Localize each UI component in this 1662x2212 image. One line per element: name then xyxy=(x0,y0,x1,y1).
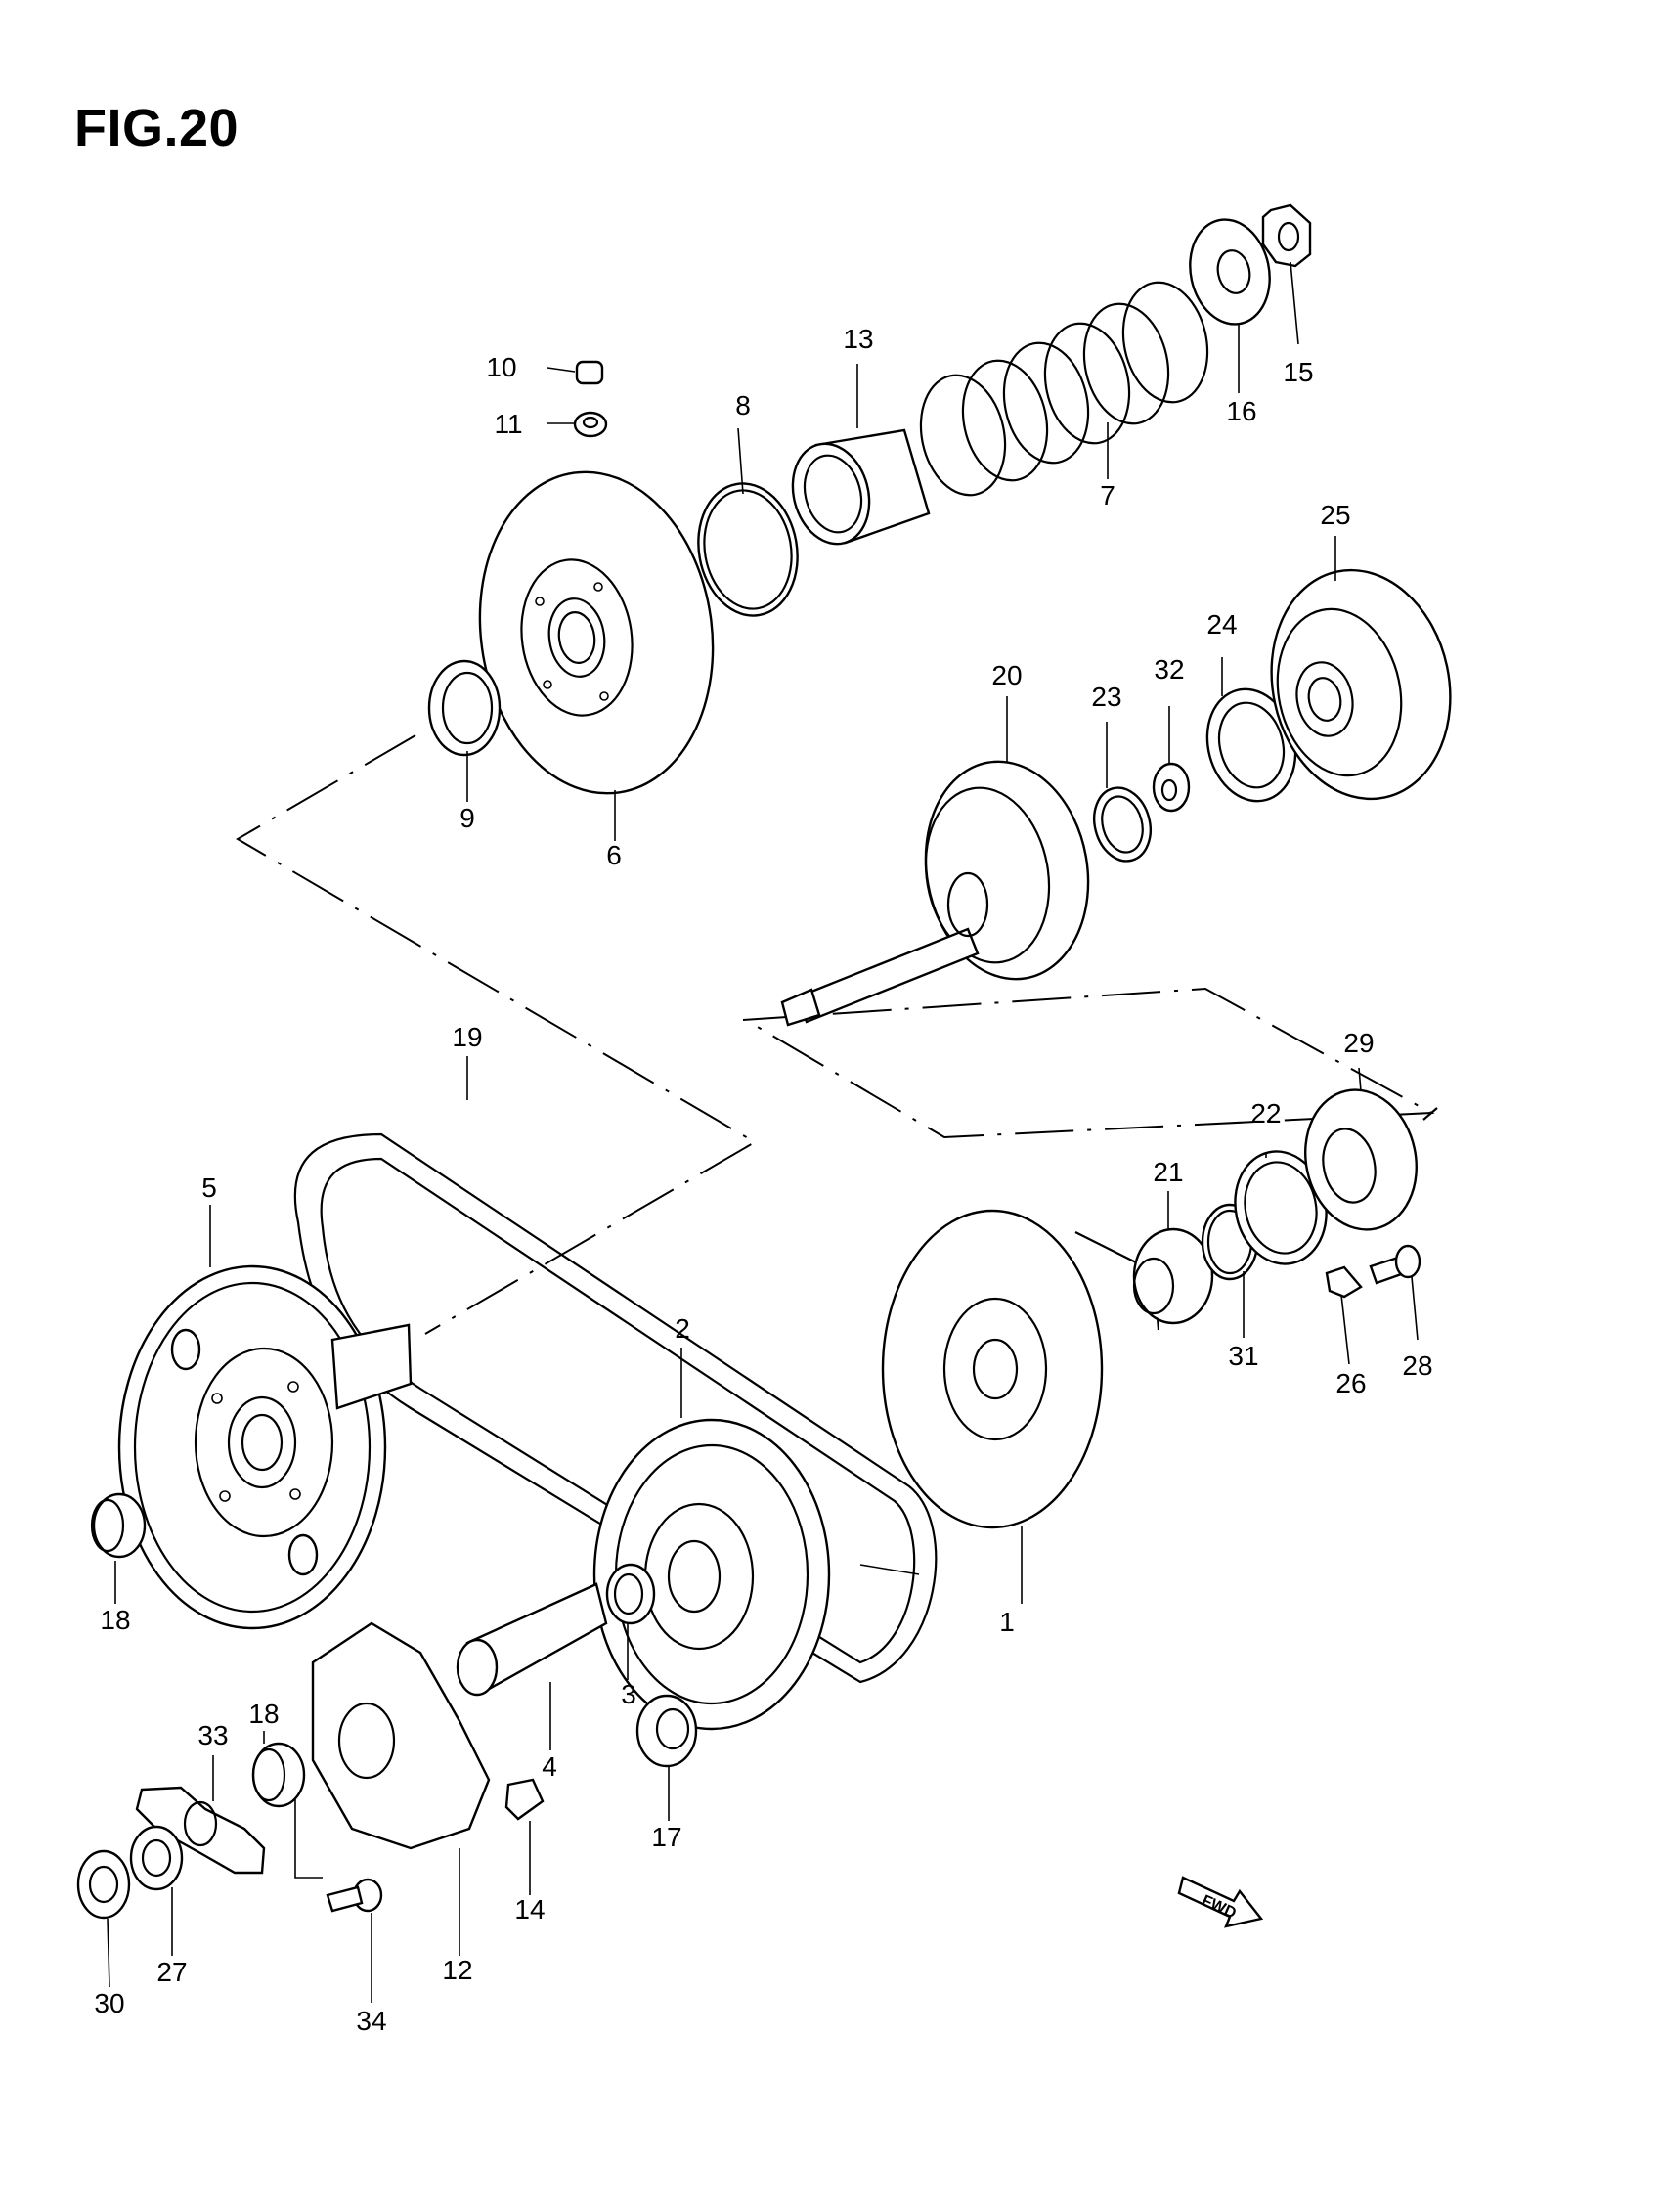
callout-25: 25 xyxy=(1320,500,1350,530)
callout-31: 31 xyxy=(1228,1341,1258,1371)
part-23-ring xyxy=(1093,786,1152,863)
callout-1: 1 xyxy=(999,1607,1015,1637)
callout-27: 27 xyxy=(156,1957,187,1987)
callout-2: 2 xyxy=(675,1313,690,1344)
callout-9: 9 xyxy=(459,803,475,833)
callout-19: 19 xyxy=(452,1022,482,1052)
callout-29: 29 xyxy=(1343,1028,1374,1058)
part-9-ring xyxy=(427,659,502,757)
part-7-spring xyxy=(919,281,1209,497)
part-18-weight-upper xyxy=(90,1492,147,1559)
part-25-clutch-housing xyxy=(1270,568,1452,801)
callout-28: 28 xyxy=(1402,1350,1432,1381)
callout-14: 14 xyxy=(514,1894,545,1924)
part-8-o-ring xyxy=(697,482,799,617)
part-15-nut xyxy=(1261,203,1312,268)
part-22-seal xyxy=(1234,1150,1328,1265)
callout-16: 16 xyxy=(1226,396,1256,426)
part-10-pin xyxy=(575,360,604,385)
assembly-guide-lines xyxy=(236,734,1438,1879)
part-17-bearing xyxy=(635,1694,698,1768)
part-32-collar xyxy=(1152,762,1191,813)
callout-26: 26 xyxy=(1335,1368,1366,1398)
callout-18-lower: 18 xyxy=(248,1699,279,1729)
part-1-fixed-face xyxy=(881,1209,1160,1529)
callout-12: 12 xyxy=(442,1955,472,1985)
part-16-washer xyxy=(1189,218,1271,326)
callout-33: 33 xyxy=(197,1720,228,1750)
callout-18-upper: 18 xyxy=(100,1605,130,1635)
callout-13: 13 xyxy=(843,324,873,354)
callout-32: 32 xyxy=(1154,654,1184,685)
callout-labels: 1 2 3 4 5 6 7 8 9 10 11 12 13 14 15 16 1… xyxy=(94,324,1432,2036)
callout-21: 21 xyxy=(1153,1157,1183,1187)
part-34-bolt xyxy=(326,1878,383,1913)
figure-title: FIG.20 xyxy=(74,99,240,157)
part-28-bolt xyxy=(1369,1244,1421,1285)
callout-22: 22 xyxy=(1250,1098,1281,1128)
part-3-collar xyxy=(605,1563,656,1625)
callout-4: 4 xyxy=(542,1751,557,1782)
callout-11: 11 xyxy=(494,409,522,439)
part-29-bearing xyxy=(1304,1088,1418,1231)
callout-23: 23 xyxy=(1091,682,1121,712)
part-18-weight-lower xyxy=(251,1742,306,1808)
callout-30: 30 xyxy=(94,1988,124,2018)
callout-3: 3 xyxy=(621,1679,636,1709)
callout-15: 15 xyxy=(1283,357,1313,387)
part-6-drive-face xyxy=(478,470,715,795)
callout-7: 7 xyxy=(1100,480,1115,510)
part-14-slide xyxy=(504,1778,545,1821)
callout-34: 34 xyxy=(356,2006,386,2036)
part-26-clip xyxy=(1325,1265,1363,1299)
part-5-plate xyxy=(117,1264,413,1630)
part-4-spacer-sleeve xyxy=(456,1582,608,1697)
part-13-sleeve xyxy=(791,428,931,546)
part-20-driven-shaft xyxy=(780,760,1090,1027)
callout-20: 20 xyxy=(991,660,1022,690)
callout-10: 10 xyxy=(486,352,516,382)
callout-24: 24 xyxy=(1206,609,1237,640)
part-33-bracket xyxy=(135,1786,266,1875)
callout-17: 17 xyxy=(651,1822,681,1852)
part-27-washer xyxy=(129,1825,184,1891)
part-11-collar xyxy=(573,411,608,438)
callout-8: 8 xyxy=(735,390,751,420)
callout-5: 5 xyxy=(201,1172,217,1203)
fwd-arrow-icon: FWD xyxy=(1177,1876,1264,1928)
callout-6: 6 xyxy=(606,840,622,870)
leader-lines xyxy=(107,261,1419,2003)
part-21-collar xyxy=(1132,1227,1214,1325)
part-30-oil-seal xyxy=(76,1849,131,1920)
part-12-ramp-plate xyxy=(311,1621,491,1850)
